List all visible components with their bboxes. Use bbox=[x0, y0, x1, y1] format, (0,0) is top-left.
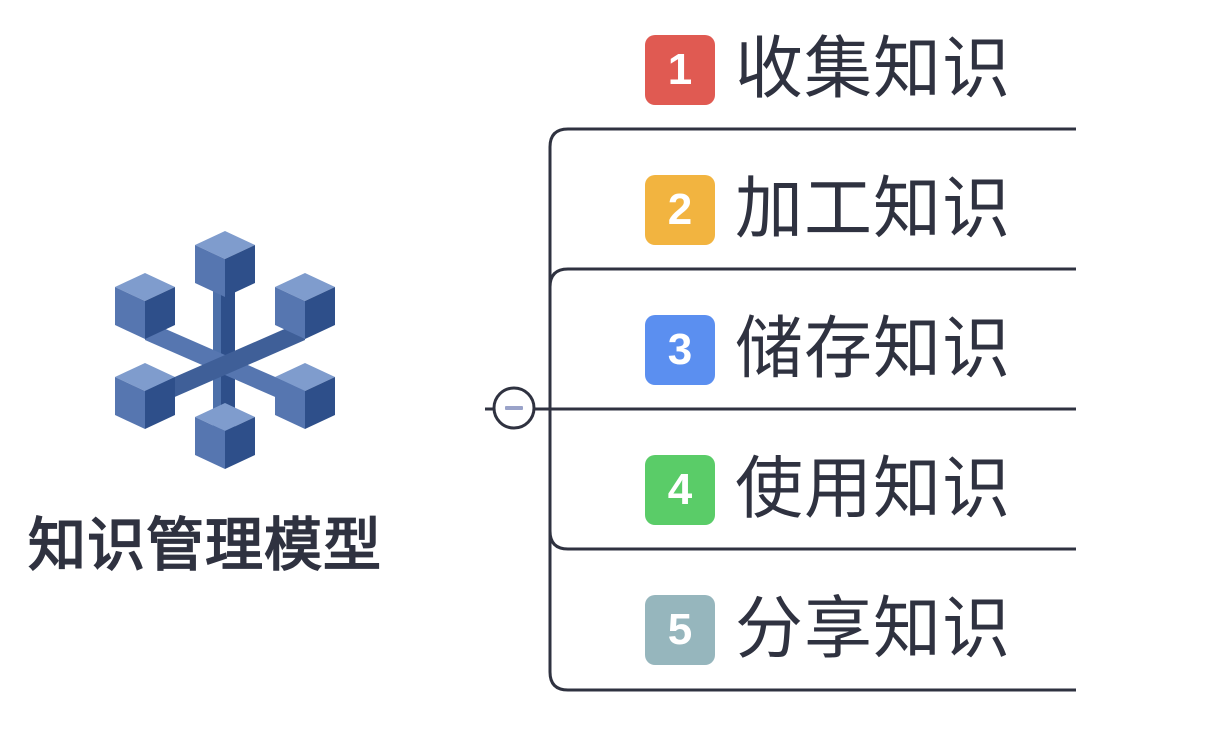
collapse-button[interactable] bbox=[492, 386, 536, 430]
topic-3[interactable]: 3 储存知识 bbox=[645, 310, 1011, 390]
priority-badge-2: 2 bbox=[645, 175, 715, 245]
priority-badge-1: 1 bbox=[645, 35, 715, 105]
topic-label: 使用知识 bbox=[735, 450, 1012, 529]
topic-5[interactable]: 5 分享知识 bbox=[645, 590, 1011, 670]
topic-label: 收集知识 bbox=[735, 30, 1012, 109]
topic-label: 加工知识 bbox=[735, 170, 1012, 249]
branch-line-4 bbox=[548, 530, 1076, 551]
molecule-cubes-icon bbox=[115, 231, 335, 469]
topic-label: 储存知识 bbox=[735, 310, 1012, 389]
branch-line-2 bbox=[548, 267, 1076, 288]
topic-4[interactable]: 4 使用知识 bbox=[645, 450, 1011, 530]
topic-1[interactable]: 1 收集知识 bbox=[645, 30, 1011, 110]
topic-label: 分享知识 bbox=[735, 590, 1012, 669]
root-topic-title[interactable]: 知识管理模型 bbox=[28, 511, 383, 579]
priority-badge-3: 3 bbox=[645, 315, 715, 385]
priority-badge-4: 4 bbox=[645, 455, 715, 525]
minus-icon bbox=[505, 406, 523, 410]
priority-badge-5: 5 bbox=[645, 595, 715, 665]
topic-2[interactable]: 2 加工知识 bbox=[645, 170, 1011, 250]
